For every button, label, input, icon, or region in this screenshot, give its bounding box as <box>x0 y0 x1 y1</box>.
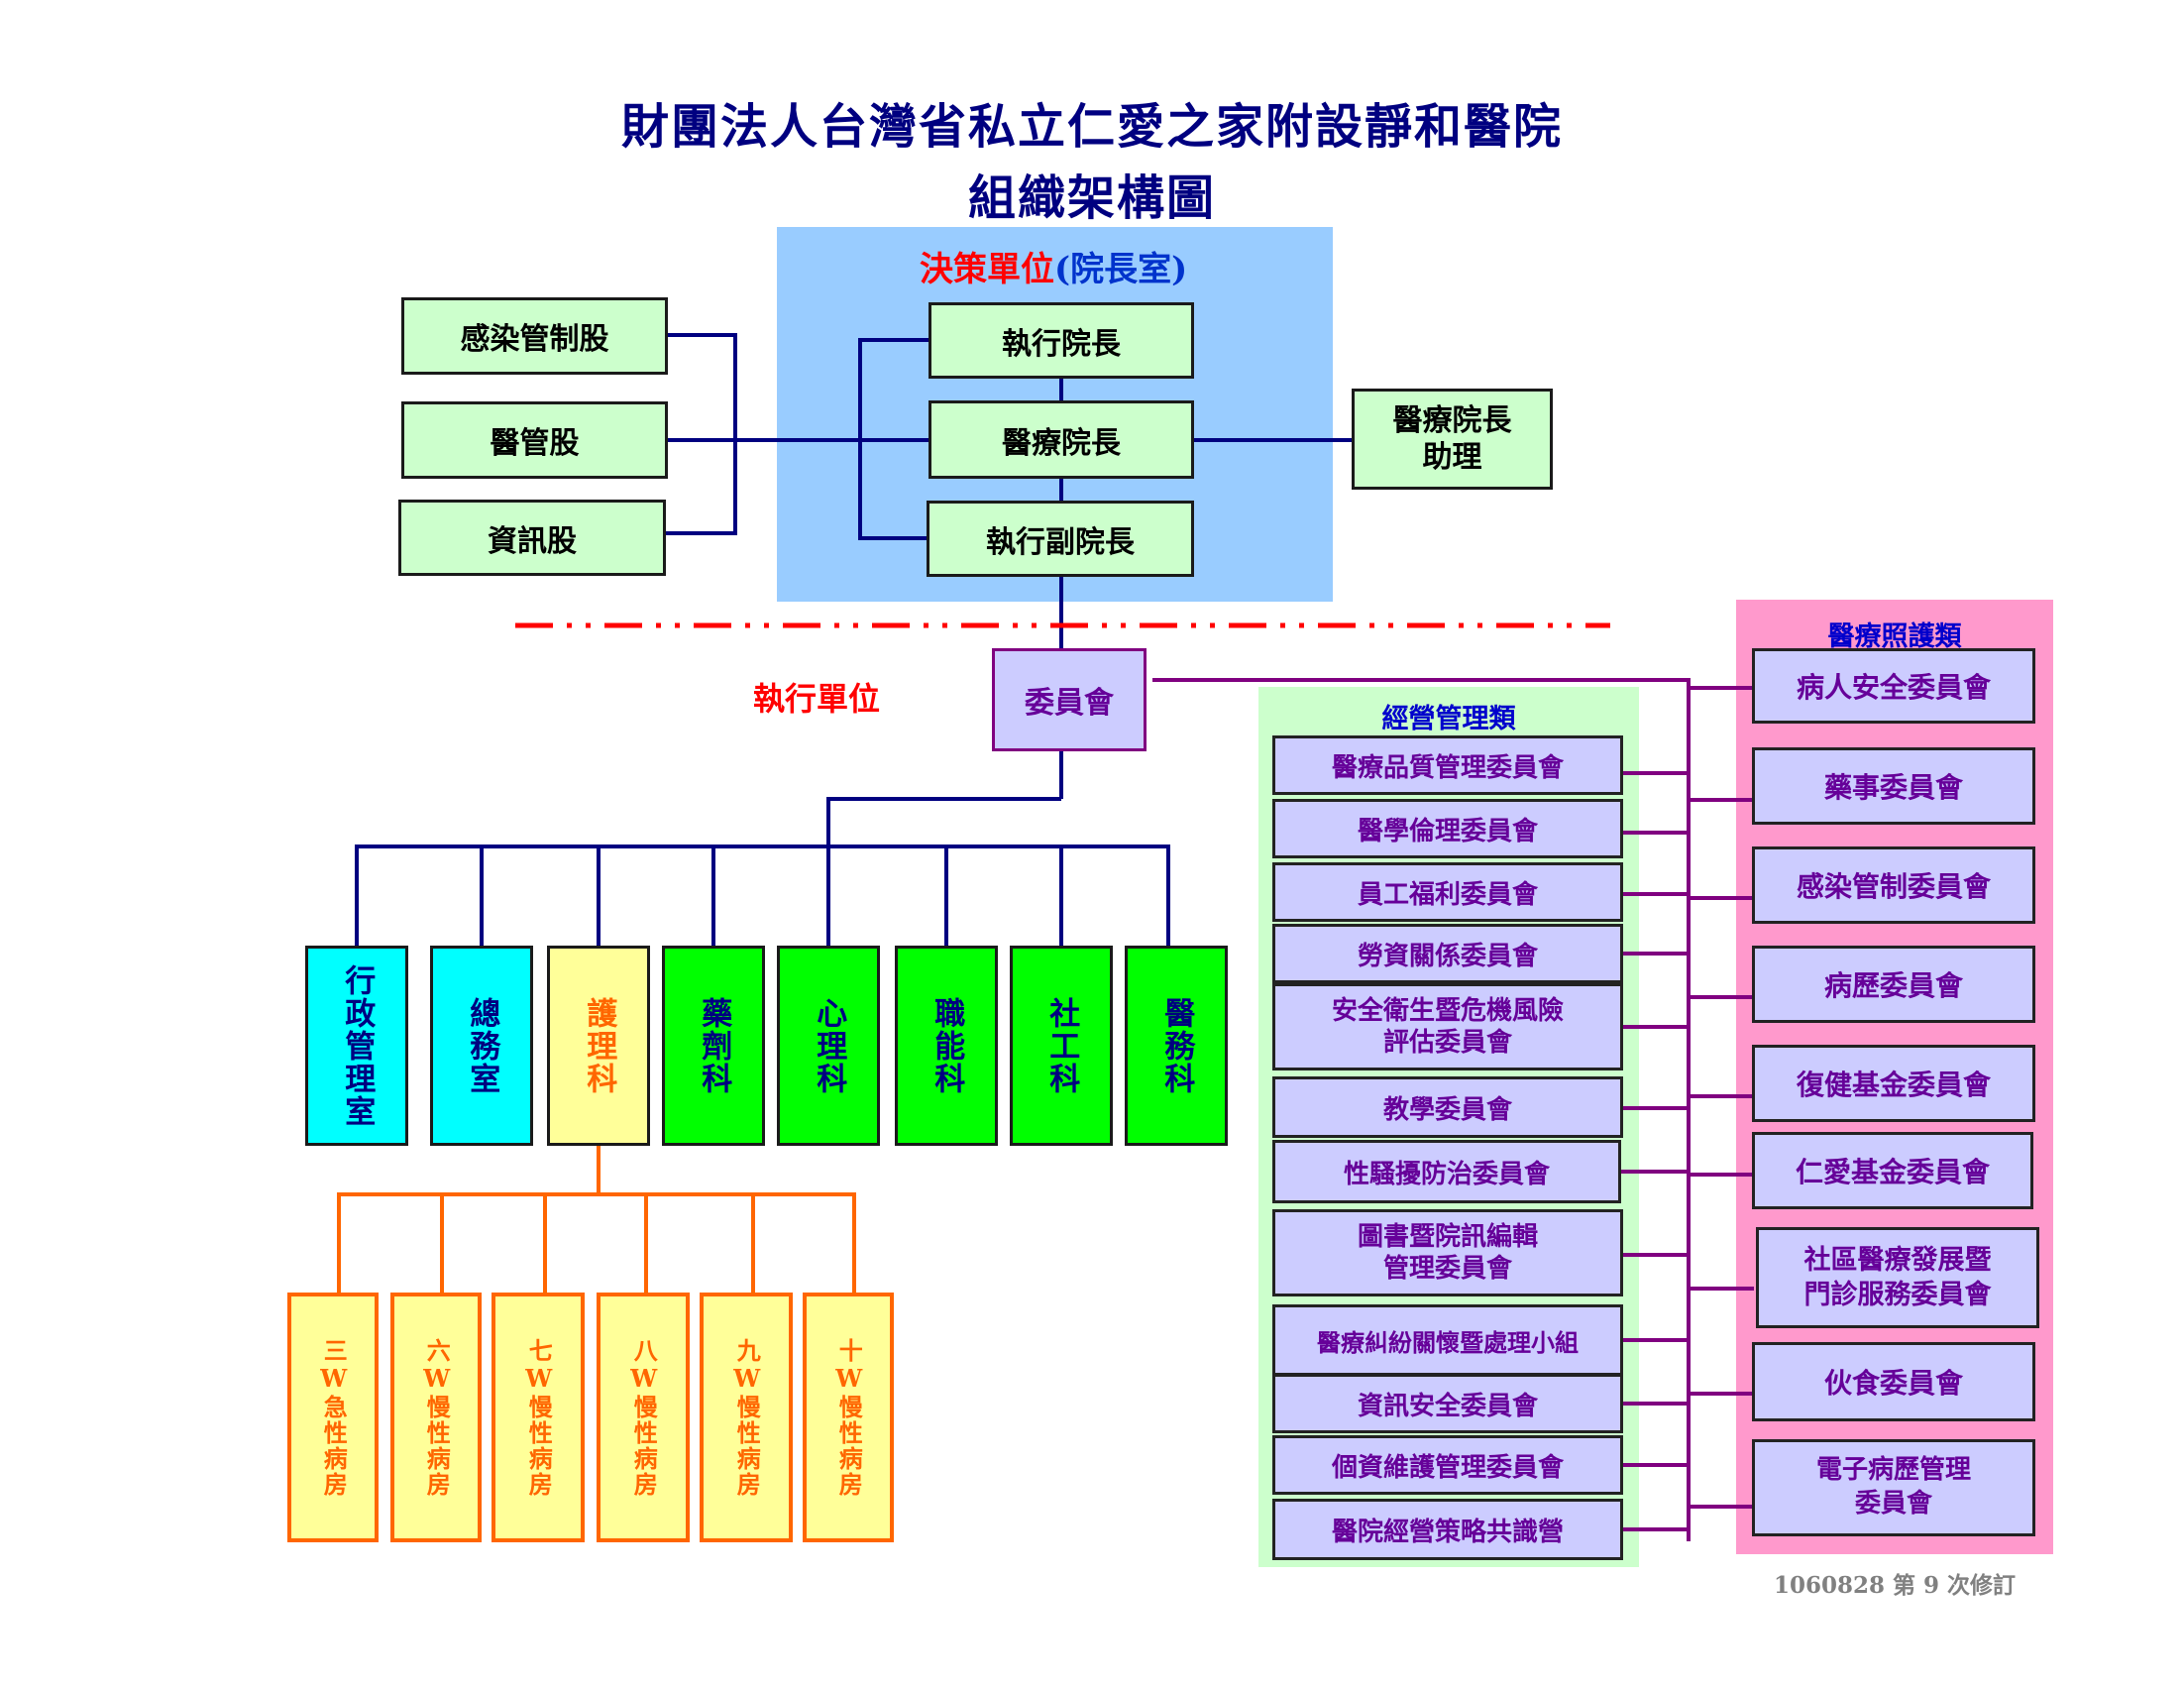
care-committee-3: 感染管制委員會 <box>1752 846 2035 924</box>
ward-8w: 八W慢性病房 <box>597 1293 690 1542</box>
management-zone-heading: 經營管理類 <box>1381 704 1516 734</box>
revision-note: 1060828 第 9 次修訂 <box>1774 1572 2017 1599</box>
chart-subtitle: 組織架構圖 <box>967 170 1216 226</box>
management-committee-7: 性騷擾防治委員會 <box>1272 1140 1621 1203</box>
care-committee-4: 病歷委員會 <box>1752 946 2035 1023</box>
staff-unit-medical-management: 醫管股 <box>401 401 668 479</box>
care-zone-heading: 醫療照護類 <box>1827 621 1962 652</box>
department-medical: 醫務科 <box>1125 946 1228 1146</box>
department-general-affairs: 總務室 <box>430 946 533 1146</box>
care-committee-1: 病人安全委員會 <box>1752 648 2035 724</box>
management-committee-9: 醫療糾紛關懷暨處理小組 <box>1272 1304 1623 1376</box>
management-committee-2: 醫學倫理委員會 <box>1272 799 1623 858</box>
management-committee-1: 醫療品質管理委員會 <box>1272 735 1623 795</box>
care-committee-5: 復健基金委員會 <box>1752 1045 2035 1122</box>
care-committee-9: 電子病歷管理 委員會 <box>1752 1439 2035 1536</box>
decision-zone-heading: 決策單位(院長室) <box>920 242 1187 290</box>
ward-3w: 三W急性病房 <box>287 1293 379 1542</box>
decision-zone-heading-main: 決策單位 <box>920 250 1054 289</box>
department-administration: 行政管理室 <box>305 946 408 1146</box>
department-occupational: 職能科 <box>895 946 998 1146</box>
management-committee-5: 安全衛生暨危機風險 評估委員會 <box>1272 983 1623 1070</box>
management-committee-12: 醫院經營策略共識營 <box>1272 1499 1623 1560</box>
deputy-director-box: 執行副院長 <box>927 501 1194 577</box>
decision-zone-heading-sub: (院長室) <box>1054 250 1188 289</box>
medical-director-assistant-box: 醫療院長 助理 <box>1352 389 1553 490</box>
executive-director-box: 執行院長 <box>928 302 1194 379</box>
management-committee-4: 勞資關係委員會 <box>1272 924 1623 983</box>
management-committee-6: 教學委員會 <box>1272 1076 1623 1138</box>
management-committee-10: 資訊安全委員會 <box>1272 1374 1623 1433</box>
chart-title: 財團法人台灣省私立仁愛之家附設靜和醫院 <box>620 99 1563 155</box>
management-committee-8: 圖書暨院訊編輯 管理委員會 <box>1272 1209 1623 1296</box>
ward-9w: 九W慢性病房 <box>700 1293 793 1542</box>
management-committee-3: 員工福利委員會 <box>1272 862 1623 922</box>
staff-unit-information: 資訊股 <box>398 500 666 576</box>
department-nursing: 護理科 <box>547 946 650 1146</box>
care-committee-8: 伙食委員會 <box>1752 1342 2035 1421</box>
management-committee-11: 個資維護管理委員會 <box>1272 1435 1623 1495</box>
care-committee-7: 社區醫療發展暨 門診服務委員會 <box>1756 1227 2039 1328</box>
staff-unit-infection-control: 感染管制股 <box>401 297 668 375</box>
ward-6w: 六W慢性病房 <box>390 1293 482 1542</box>
committee-box: 委員會 <box>992 648 1147 751</box>
execution-unit-label: 執行單位 <box>753 680 881 718</box>
ward-10w: 十W慢性病房 <box>803 1293 894 1542</box>
care-committee-6: 仁愛基金委員會 <box>1752 1132 2033 1209</box>
department-pharmacy: 藥劑科 <box>662 946 765 1146</box>
department-social-work: 社工科 <box>1010 946 1113 1146</box>
department-psychology: 心理科 <box>777 946 880 1146</box>
care-committee-2: 藥事委員會 <box>1752 747 2035 825</box>
medical-director-box: 醫療院長 <box>928 400 1194 479</box>
ward-7w: 七W慢性病房 <box>491 1293 585 1542</box>
